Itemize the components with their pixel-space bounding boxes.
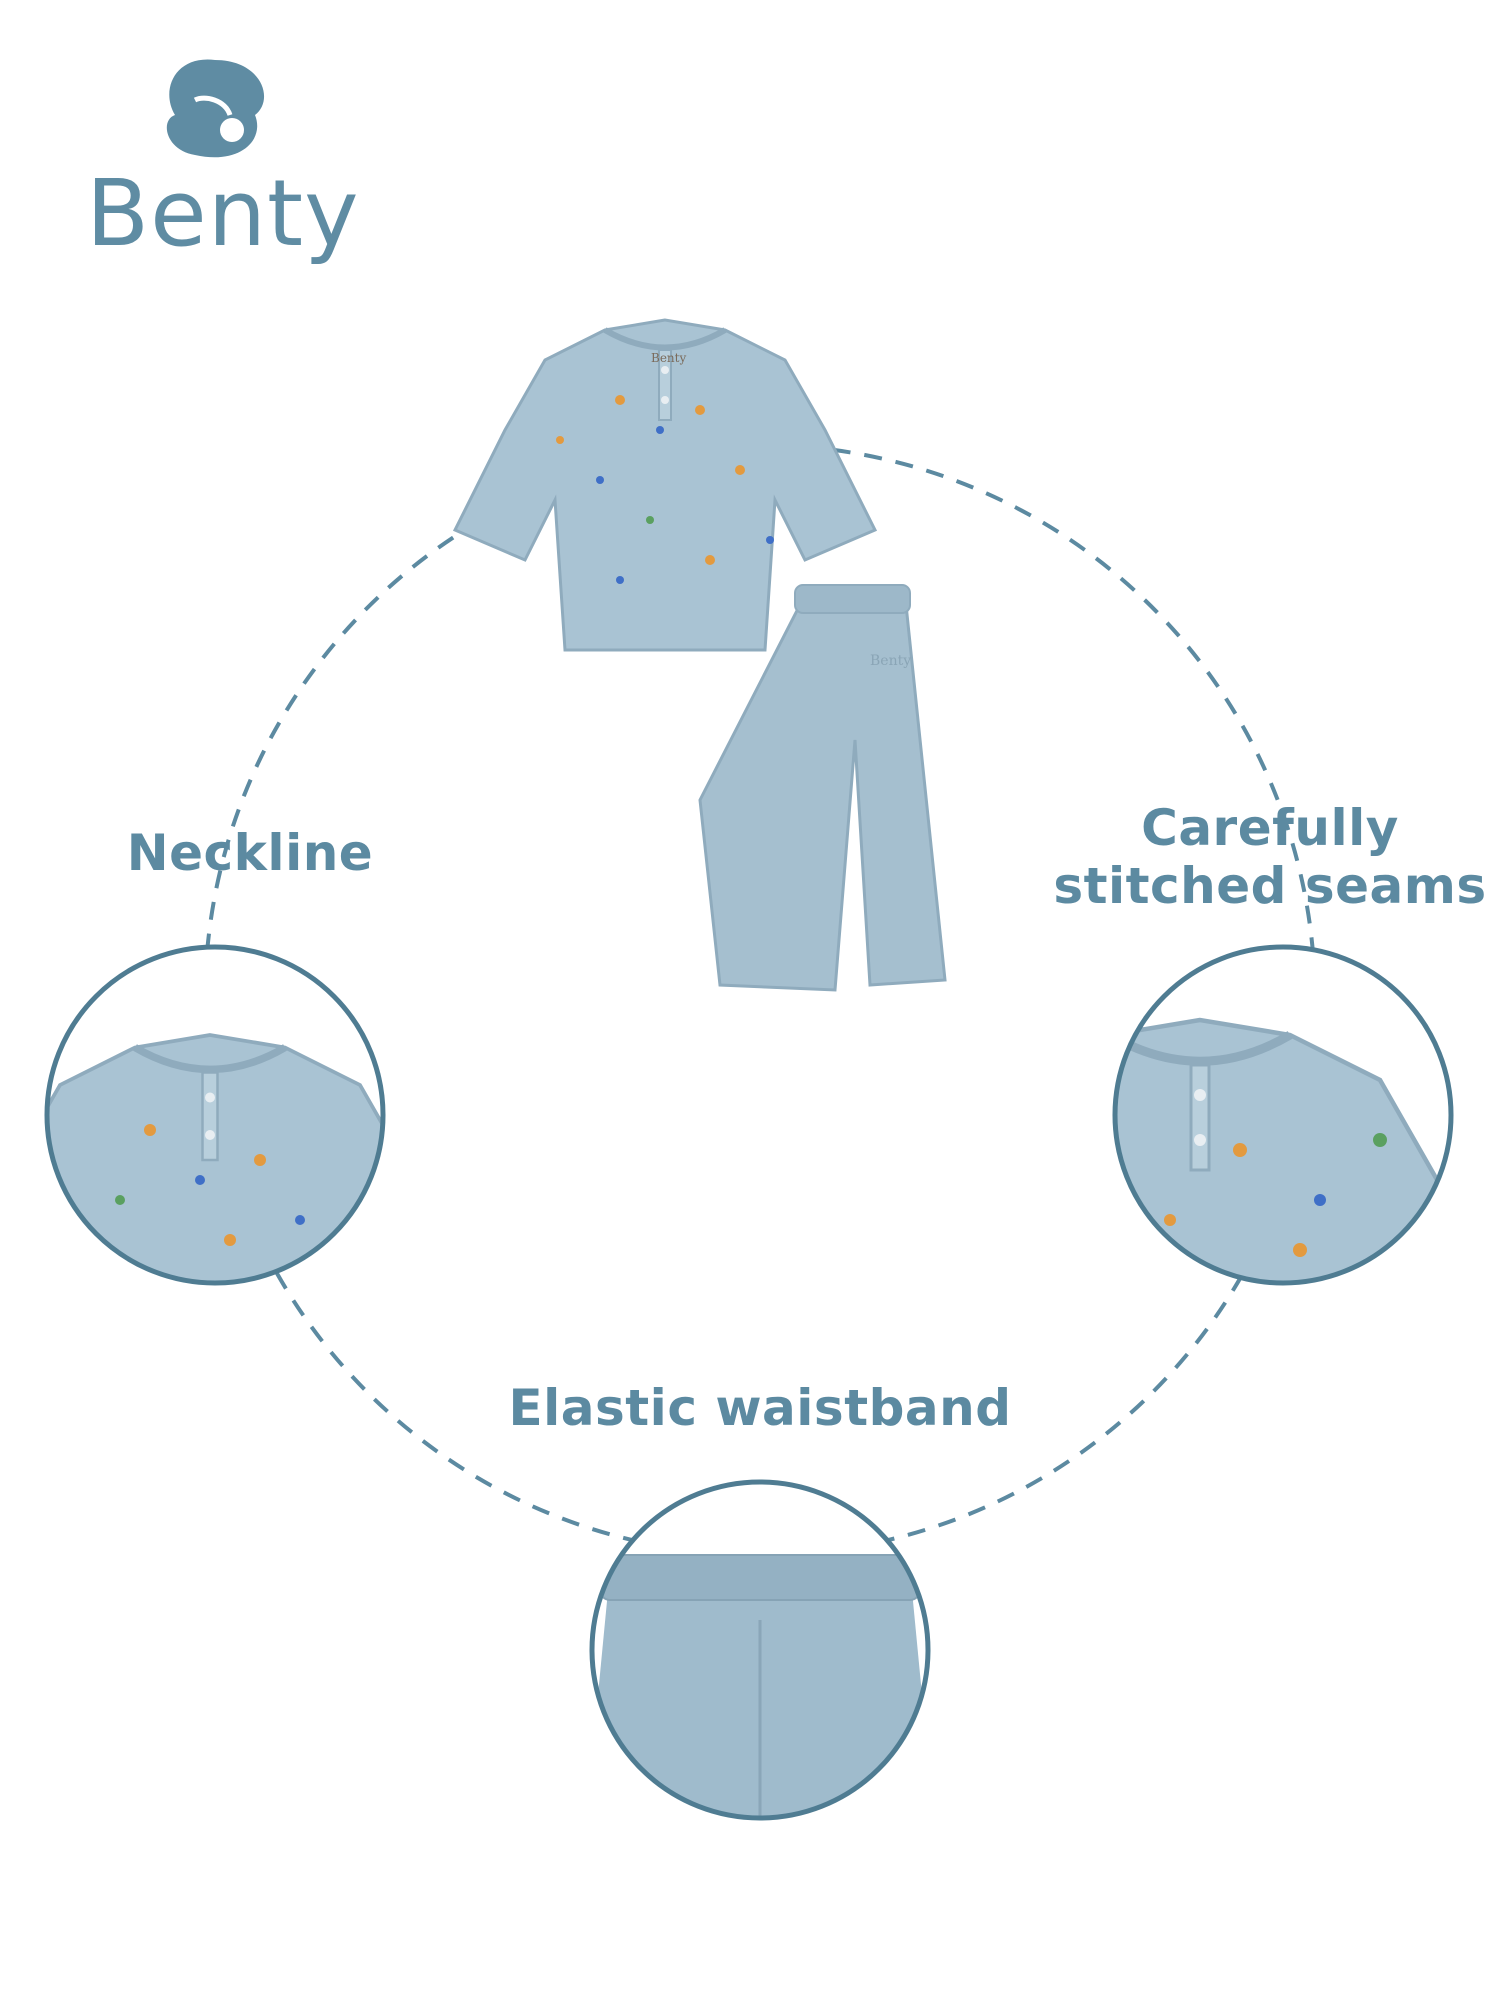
brand-logo-icon bbox=[166, 59, 265, 158]
shirt-print-pattern bbox=[556, 395, 774, 584]
neckline-label: Neckline bbox=[126, 824, 374, 882]
seams-label: Carefully stitched seams bbox=[1045, 799, 1495, 915]
pants-image: Benty bbox=[698, 584, 947, 992]
seams-label-line2: stitched seams bbox=[1053, 856, 1487, 915]
waistband-label: Elastic waistband bbox=[508, 1379, 1012, 1437]
shirt-image: Benty bbox=[455, 320, 875, 650]
waistband-detail-image bbox=[589, 1479, 931, 1821]
seams-label-line1: Carefully bbox=[1141, 799, 1399, 857]
shirt-tag-brand: Benty bbox=[651, 351, 686, 365]
brand-wordmark: Benty bbox=[86, 160, 360, 267]
main-product-image: Benty Benty bbox=[455, 320, 947, 992]
seams-detail-image bbox=[1112, 944, 1454, 1286]
pants-logo-text: Benty bbox=[870, 653, 911, 669]
neckline-detail-image bbox=[44, 944, 386, 1286]
